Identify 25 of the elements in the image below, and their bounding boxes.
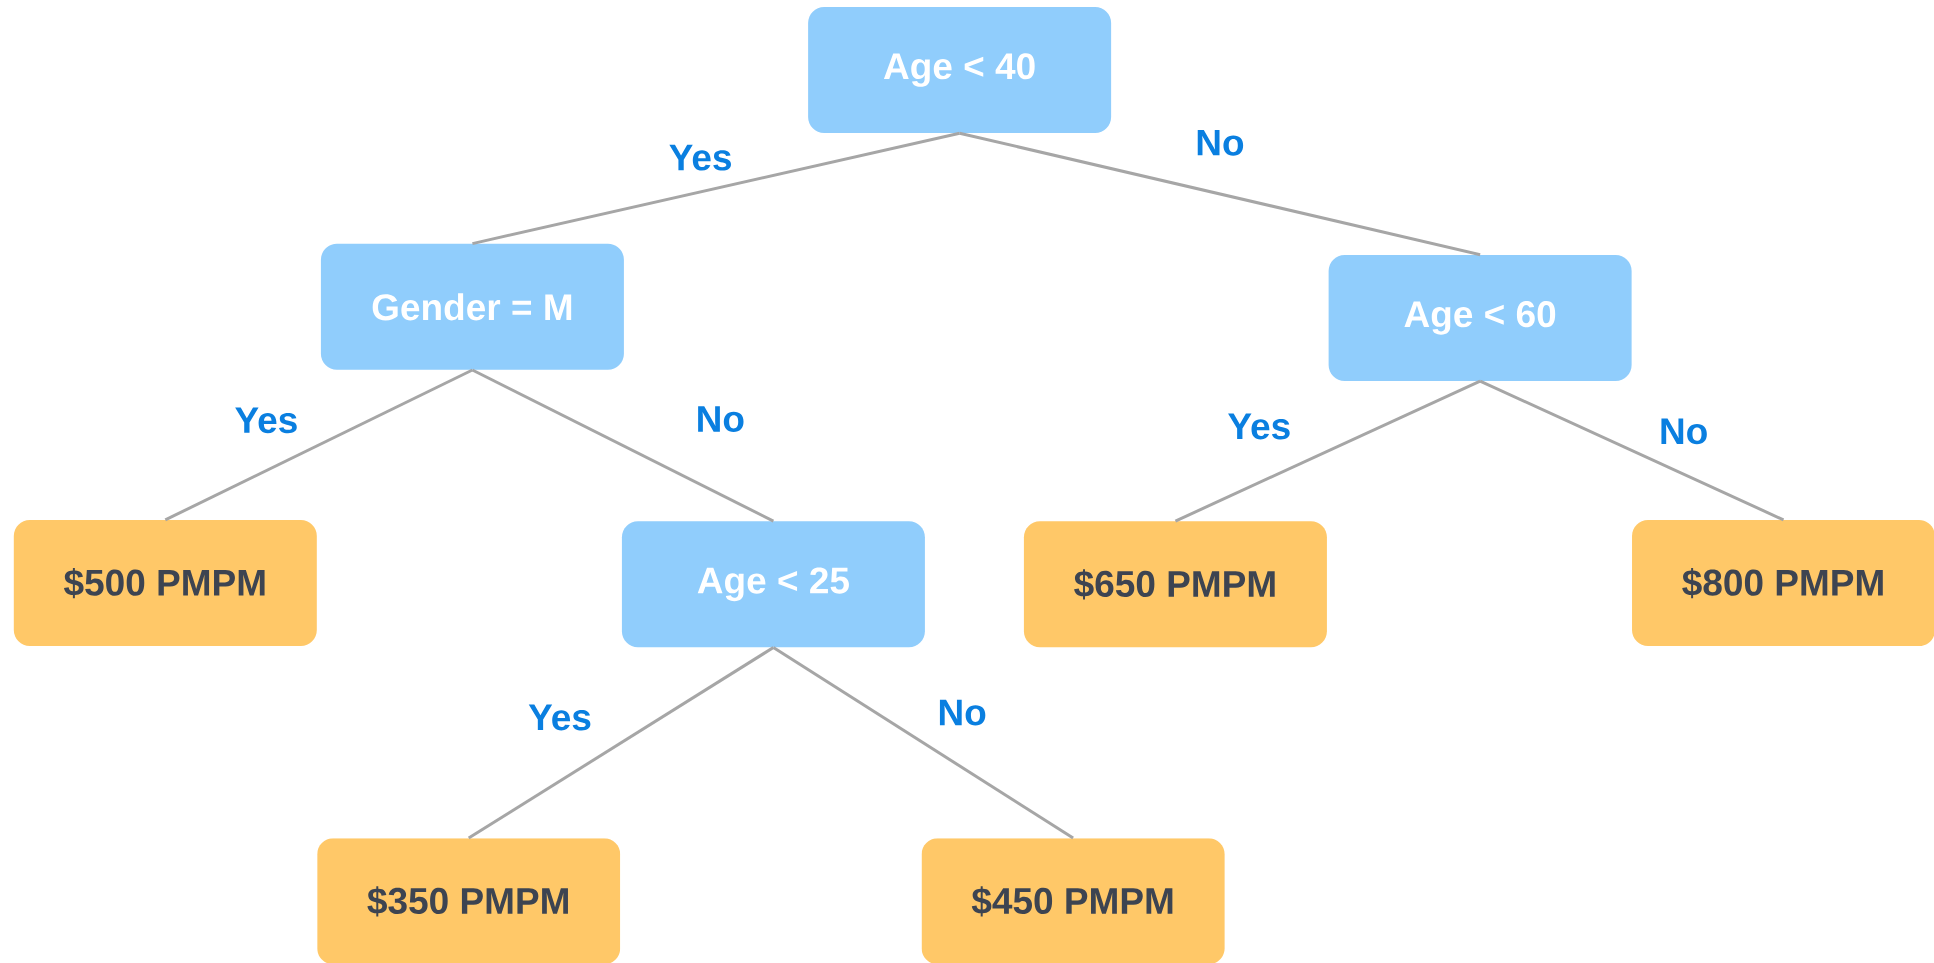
branch-line <box>1479 379 1785 522</box>
edge-label: Yes <box>528 704 591 731</box>
decision-box: Age < 25 <box>621 521 925 648</box>
result-box: $450 PMPM <box>921 838 1225 963</box>
edge-label: No <box>1197 129 1244 156</box>
branch-line <box>1174 379 1481 523</box>
edge-label: Yes <box>235 407 297 434</box>
decision-box: Age < 60 <box>1328 254 1632 381</box>
branch-line <box>164 368 474 522</box>
branch-line <box>471 368 775 523</box>
result-box: $500 PMPM <box>13 520 317 647</box>
decision-box: Gender = M <box>320 243 624 370</box>
result-box: $350 PMPM <box>317 838 621 963</box>
edge-label: Yes <box>669 144 731 171</box>
edge-label: No <box>698 406 744 432</box>
decision-box: Age < 40 <box>808 7 1112 133</box>
edge-label: No <box>1661 418 1707 445</box>
edge-label: Yes <box>1228 413 1290 440</box>
edge-label: No <box>939 699 986 726</box>
result-box: $650 PMPM <box>1023 521 1327 648</box>
branch-line <box>959 131 1481 257</box>
branch-line <box>467 646 775 840</box>
branch-line <box>772 646 1074 840</box>
result-box: $800 PMPM <box>1632 520 1934 647</box>
branch-line <box>472 131 960 246</box>
